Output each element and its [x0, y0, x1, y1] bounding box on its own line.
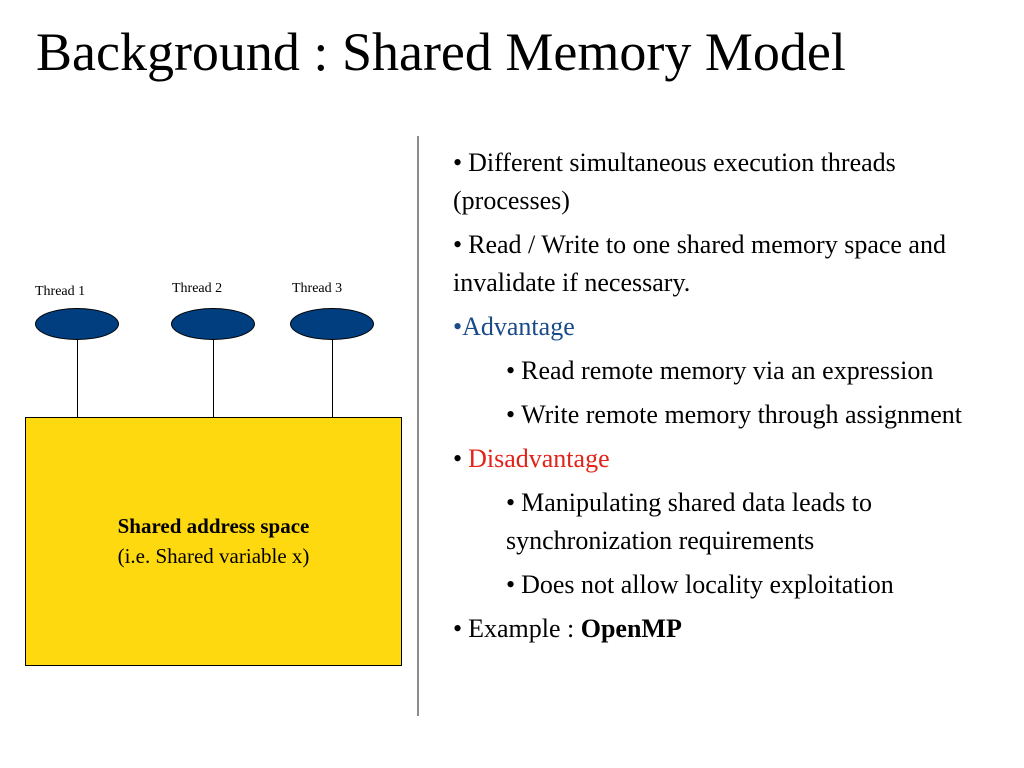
thread-1-label: Thread 1 — [35, 284, 86, 299]
bullet-text: Write remote memory through assignment — [521, 400, 962, 429]
example-value: OpenMP — [580, 614, 682, 643]
bullet-list: •Different simultaneous execution thread… — [453, 144, 998, 654]
bullet-marker: • — [506, 570, 516, 599]
shared-address-space-subtitle: (i.e. Shared variable x) — [117, 543, 310, 568]
thread-1-node — [35, 308, 119, 340]
vertical-divider — [417, 136, 419, 716]
thread-3-node — [290, 308, 374, 340]
bullet-marker: • — [453, 444, 463, 473]
slide-title: Background : Shared Memory Model — [36, 22, 846, 82]
advantage-item: •Read remote memory via an expression — [453, 352, 998, 390]
disadvantage-item: •Manipulating shared data leads to synch… — [453, 484, 998, 560]
bullet-marker: • — [506, 488, 516, 517]
bullet-text: Read remote memory via an expression — [521, 356, 934, 385]
bullet-text: Manipulating shared data leads to synchr… — [506, 488, 873, 555]
bullet-marker: • — [506, 356, 516, 385]
shared-address-space-title: Shared address space — [117, 513, 310, 538]
thread-2-label: Thread 2 — [172, 281, 223, 296]
bullet-marker: • — [453, 614, 463, 643]
disadvantage-label: Disadvantage — [468, 444, 610, 473]
bullet-marker: • — [453, 230, 463, 259]
shared-address-space-box: Shared address space (i.e. Shared variab… — [25, 417, 402, 666]
advantage-heading: •Advantage — [453, 308, 998, 346]
thread-2-node — [171, 308, 255, 340]
bullet-marker: • — [453, 312, 463, 341]
bullet-item: •Read / Write to one shared memory space… — [453, 226, 998, 302]
advantage-item: •Write remote memory through assignment — [453, 396, 998, 434]
bullet-marker: • — [506, 400, 516, 429]
thread-3-connector — [332, 340, 333, 417]
thread-1-connector — [77, 340, 78, 417]
disadvantage-heading: •Disadvantage — [453, 440, 998, 478]
bullet-text: Different simultaneous execution threads… — [453, 148, 896, 215]
disadvantage-item: •Does not allow locality exploitation — [453, 566, 998, 604]
bullet-text: Read / Write to one shared memory space … — [453, 230, 946, 297]
thread-3-label: Thread 3 — [292, 281, 343, 296]
bullet-text: Does not allow locality exploitation — [521, 570, 894, 599]
bullet-marker: • — [453, 148, 463, 177]
thread-2-connector — [213, 340, 214, 417]
bullet-item: •Different simultaneous execution thread… — [453, 144, 998, 220]
example-item: •Example : OpenMP — [453, 610, 998, 648]
shared-memory-diagram: Thread 1 Thread 2 Thread 3 Shared addres… — [0, 0, 420, 768]
example-prefix: Example : — [468, 614, 581, 643]
advantage-label: Advantage — [462, 312, 575, 341]
